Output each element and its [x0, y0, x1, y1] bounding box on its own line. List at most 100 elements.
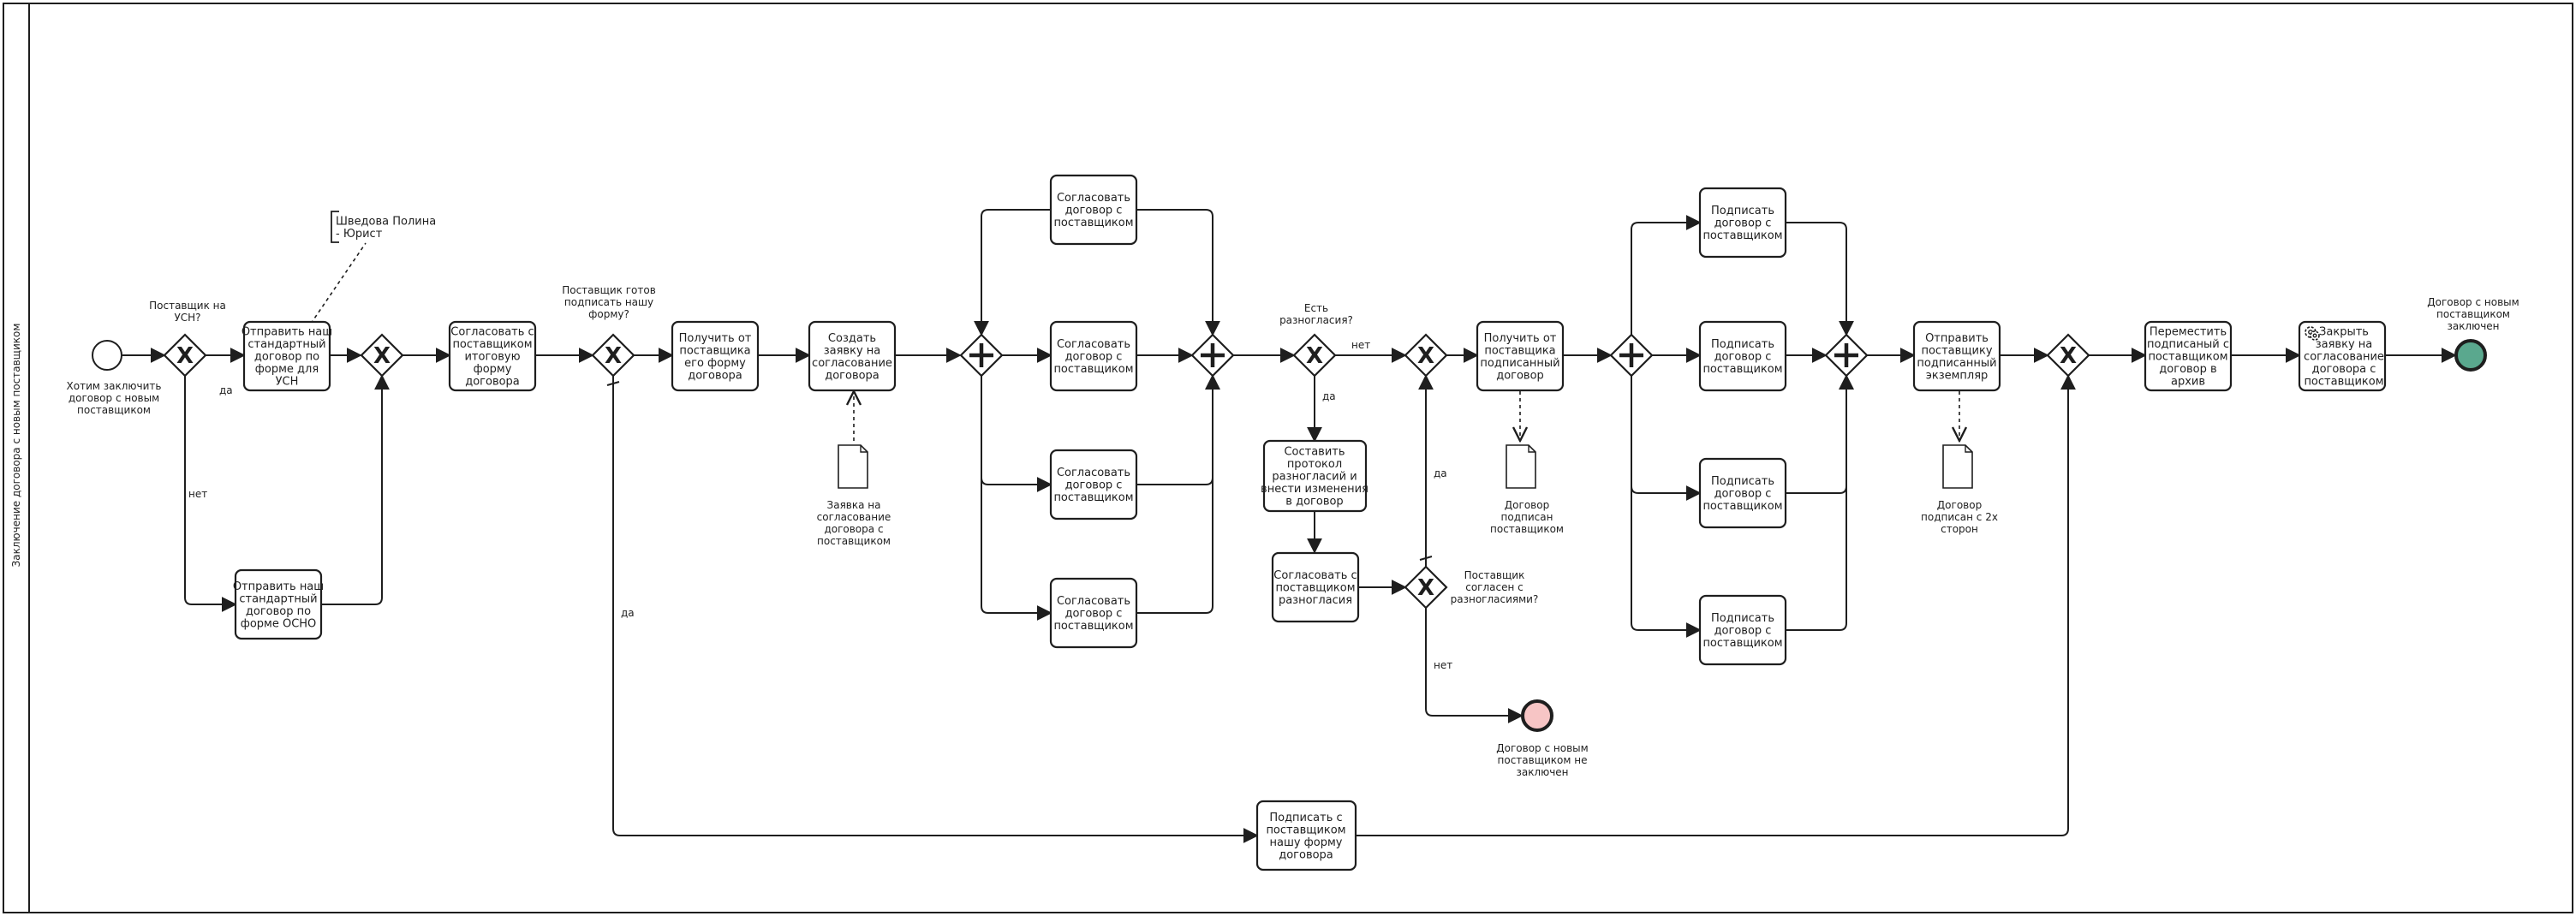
label-line: поставщиком не [1498, 754, 1588, 766]
label-line: разногласия? [1279, 314, 1353, 326]
label-line: согласование [812, 357, 892, 370]
exclusive-gateway-agreed[interactable]: X [1404, 565, 1448, 610]
parallel-gateway-join-1[interactable] [1190, 333, 1235, 378]
sequence-flows [122, 209, 2457, 843]
flow[interactable] [1786, 222, 1854, 336]
plus-icon [1619, 343, 1643, 367]
label-line: Заявка на [827, 499, 881, 511]
label-line: подписать нашу [564, 296, 653, 308]
label-line: договор с [1714, 351, 1772, 364]
label-line: Согласовать [1057, 192, 1130, 205]
parallel-gateway-split-2[interactable] [1609, 333, 1654, 378]
text-annotation[interactable]: Шведова Полина- Юрист [331, 211, 436, 243]
flow[interactable] [1136, 209, 1220, 336]
label-line: Договор с новым [1496, 742, 1588, 754]
label: Шведова Полина- Юрист [336, 215, 436, 241]
x-icon: X [1306, 343, 1323, 369]
label-line: договор с [1065, 479, 1123, 492]
label-line: поставщиком [1702, 229, 1782, 242]
flow[interactable] [1631, 215, 1702, 335]
flow[interactable] [184, 376, 237, 612]
gear-icon [2305, 326, 2320, 341]
flow[interactable] [1425, 608, 1524, 723]
label-line: стандартный [247, 338, 325, 351]
start-event[interactable] [92, 340, 122, 371]
flow-label-no: нет [1434, 659, 1452, 671]
flow-label-yes: да [219, 384, 233, 396]
exclusive-gateway-final-merge[interactable]: X [2046, 333, 2090, 378]
flow[interactable] [1631, 376, 1702, 638]
end-event-failed[interactable] [1521, 699, 1553, 732]
plus-icon [969, 343, 993, 367]
label-line: согласование [2304, 351, 2384, 364]
exclusive-gateway-ready[interactable]: X [591, 333, 635, 378]
flow[interactable] [981, 376, 1052, 621]
label-line: Согласовать [1057, 467, 1130, 479]
label-line: поставщиком [452, 338, 532, 351]
exclusive-gateway-usn[interactable]: X [163, 333, 207, 378]
exclusive-gateway-disagreements[interactable]: X [1292, 333, 1337, 378]
exclusive-gateway-merge[interactable]: X [360, 333, 404, 378]
label-line: Отправить наш [233, 580, 324, 593]
label-line: форму? [588, 308, 629, 320]
label-line: договор в [2159, 363, 2216, 376]
flow[interactable] [612, 376, 1259, 843]
flow[interactable] [1136, 374, 1220, 614]
flow[interactable] [1343, 374, 2076, 836]
label-line: договор по [246, 605, 311, 618]
plus-icon [1201, 343, 1225, 367]
label-line: поставщиком [817, 535, 891, 547]
exclusive-gateway-merge-2[interactable]: X [1404, 333, 1448, 378]
flow[interactable] [974, 209, 1051, 336]
label-line: договора с [824, 523, 883, 535]
data-object-signed-supplier[interactable] [1506, 444, 1536, 489]
end-event-success[interactable] [2454, 339, 2487, 372]
label-line: - Юрист [336, 228, 383, 241]
flow[interactable] [321, 374, 390, 605]
label-line: форме ОСНО [241, 617, 317, 630]
flow[interactable] [1786, 374, 1854, 631]
label-line: Отправить наш [242, 326, 332, 339]
data-object-signed-both[interactable] [1942, 444, 1973, 489]
data-object-request[interactable] [838, 444, 868, 489]
parallel-gateway-split-1[interactable] [959, 333, 1004, 378]
label-line: внести изменения [1261, 483, 1368, 496]
label-line: разногласиями? [1451, 593, 1539, 605]
label-line: нашу форму [1269, 836, 1342, 849]
parallel-gateway-join-2[interactable] [1824, 333, 1869, 378]
label-line: Шведова Полина [336, 215, 436, 228]
